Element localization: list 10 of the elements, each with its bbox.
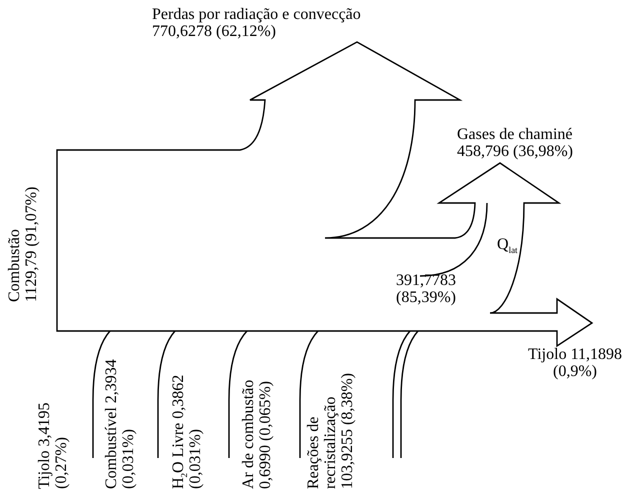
flow-label: Ar de combustão 0,6990 (0,065%): [240, 378, 274, 489]
symbol-label: Q$_{lat}$: [497, 236, 519, 253]
flow-label: Perdas por radiação e convecção 770,6278 (62,12%): [152, 6, 362, 40]
flow-label: Combustão 1129,79 (91,07%): [6, 186, 40, 302]
flow-label: Tijolo 3,4195 (0,27%): [36, 401, 70, 489]
flow-label: Combustível 2,3934 (0,031%): [103, 358, 137, 489]
flow-label: 391,7783 (85,39%): [396, 272, 457, 306]
flow-label: Gases de chaminé 458,796 (36,98%): [457, 126, 574, 160]
flow-label: Reações de recristalização 103,9255 (8,38%): [305, 372, 356, 489]
flow-label: Tijolo 11,1898 (0,9%): [527, 346, 623, 380]
